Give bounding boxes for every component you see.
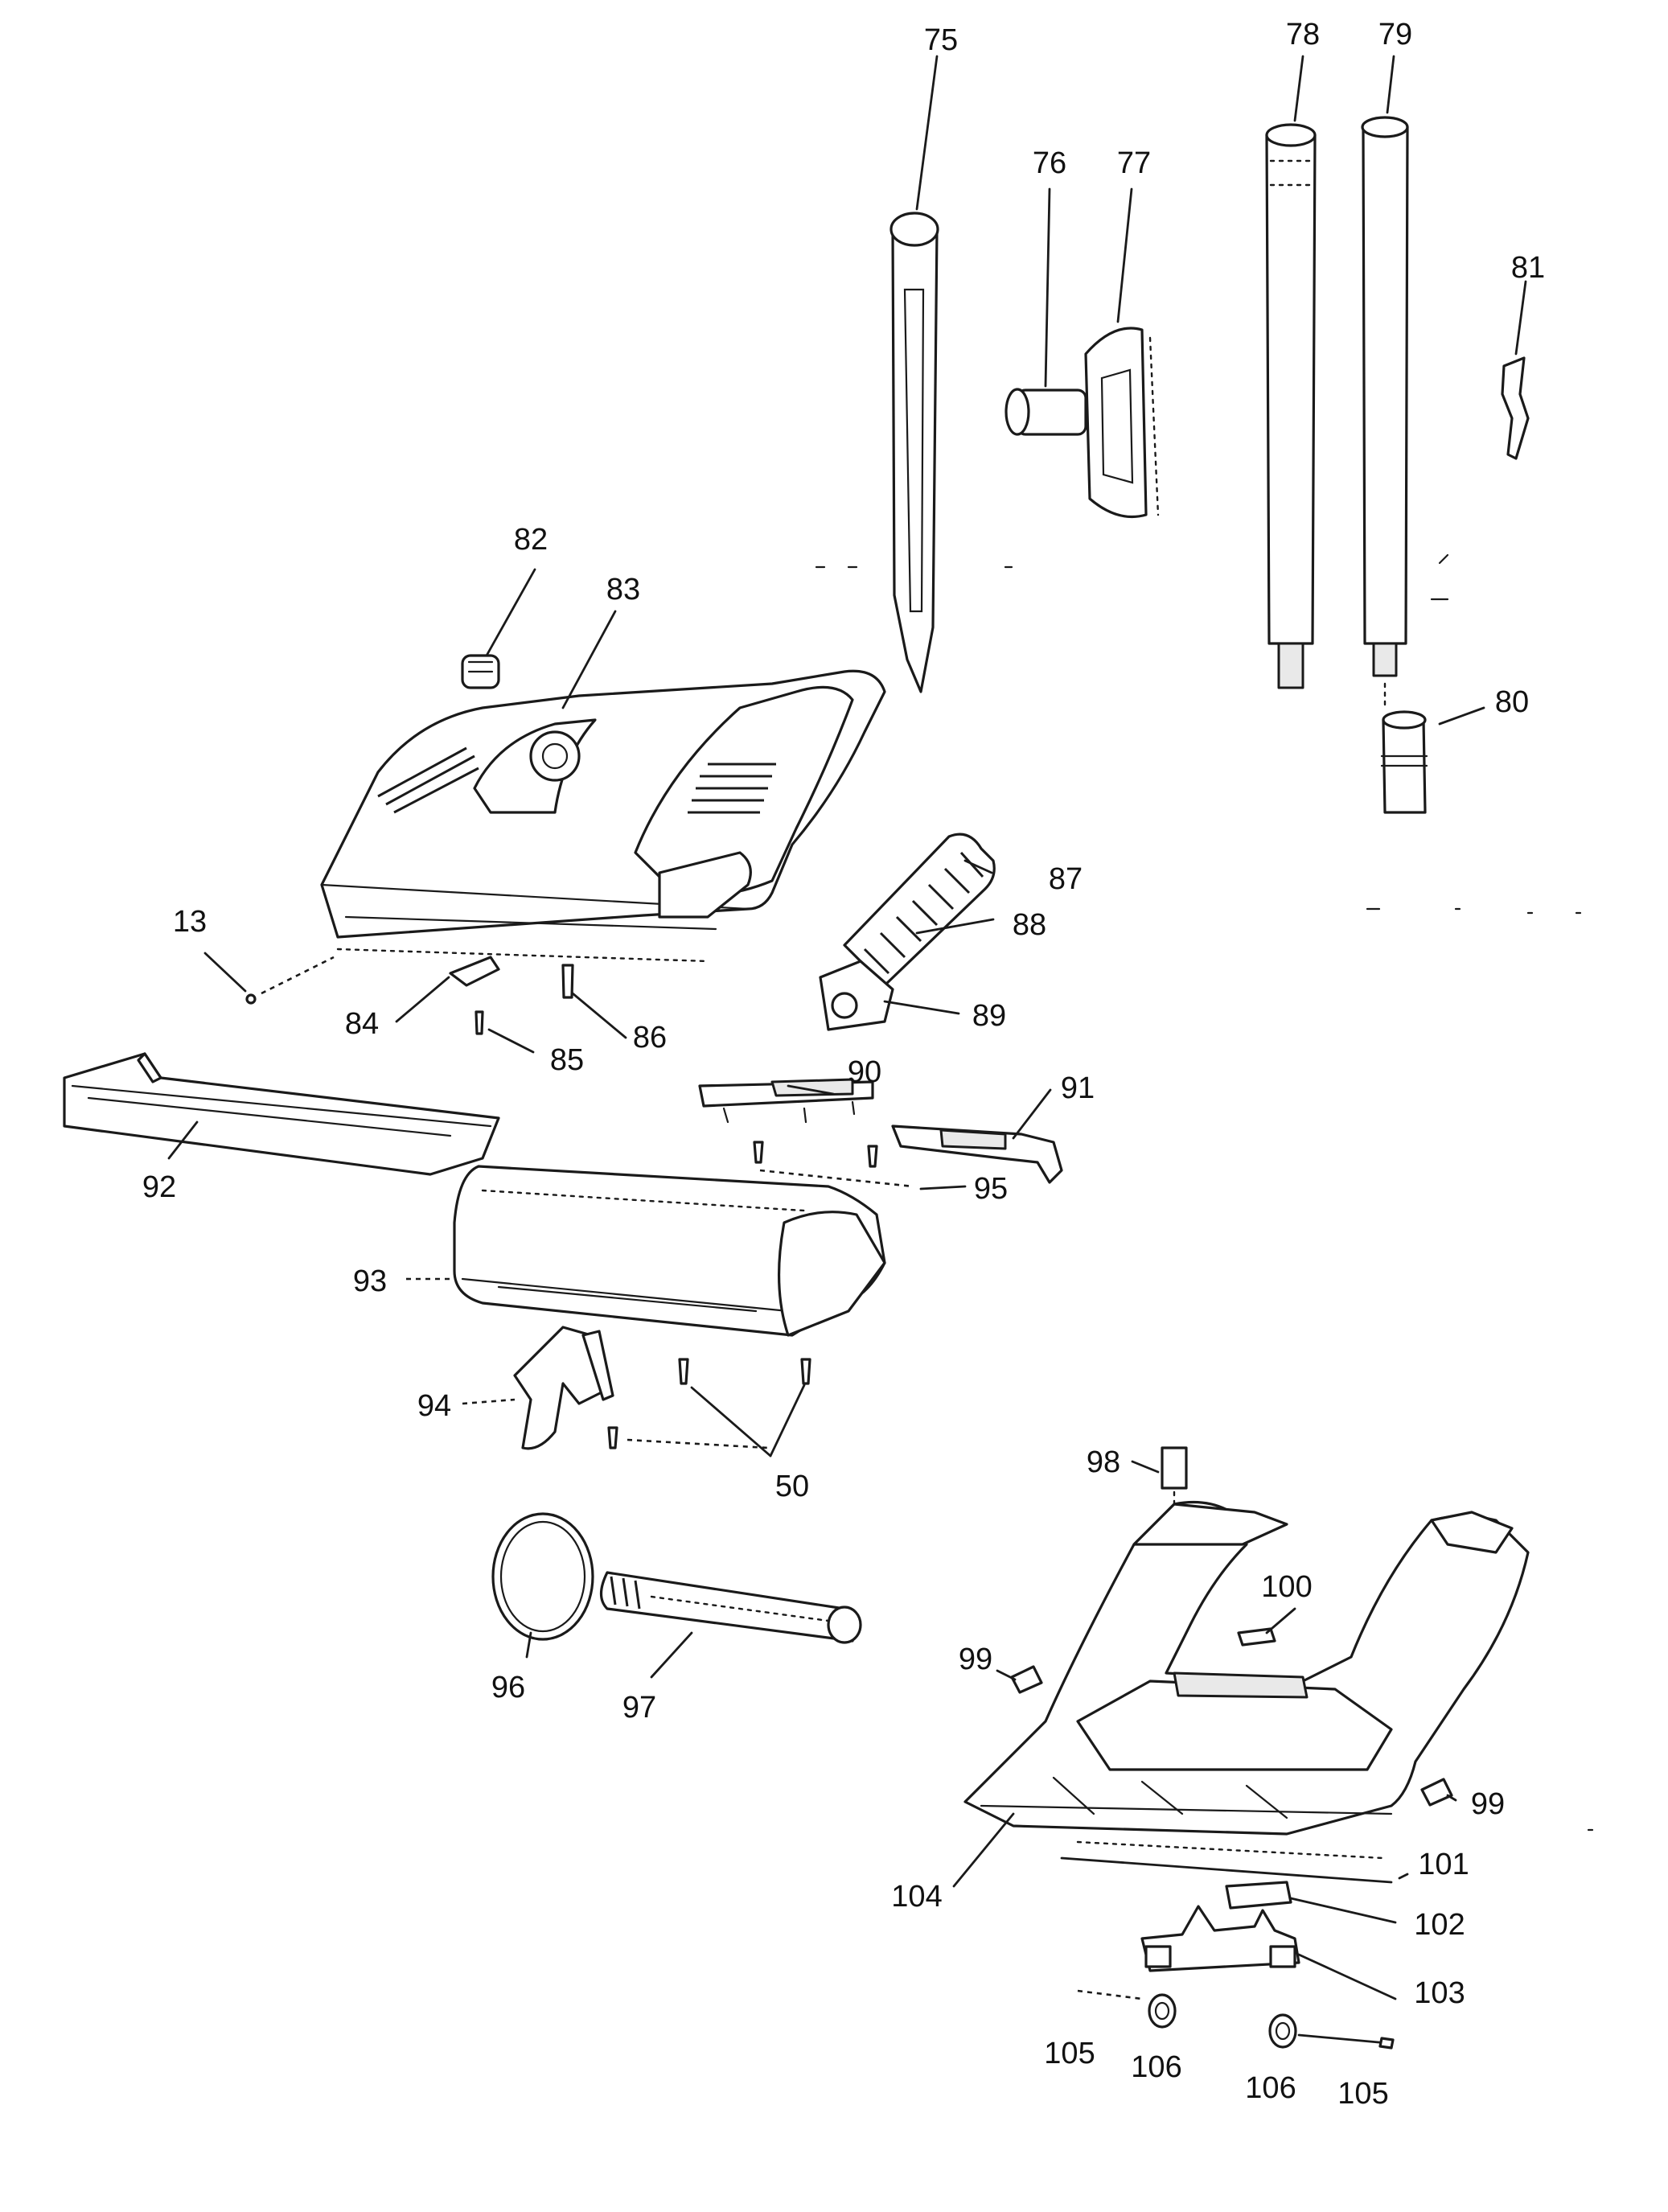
callout-80: 80 — [1495, 685, 1529, 719]
callout-105b: 105 — [1337, 2077, 1388, 2111]
callout-99b: 99 — [1471, 1787, 1505, 1821]
callout-50: 50 — [775, 1470, 809, 1503]
callout-104: 104 — [891, 1880, 942, 1914]
part-91-latch — [891, 1125, 1063, 1184]
part-83-hood-cover — [320, 669, 886, 963]
callout-88: 88 — [1013, 908, 1046, 942]
callout-labels: 75 76 77 78 79 80 81 82 83 13 84 85 86 8… — [142, 18, 1545, 2111]
part-92-front-bumper — [63, 1052, 500, 1176]
callout-89: 89 — [972, 999, 1006, 1033]
part-86-screw — [561, 964, 574, 999]
part-105-axles — [1077, 1989, 1395, 2050]
callout-106b: 106 — [1245, 2071, 1296, 2105]
callout-106a: 106 — [1131, 2050, 1181, 2084]
part-93-motor-housing — [453, 1165, 886, 1337]
callout-103: 103 — [1414, 1976, 1465, 2010]
part-80-wand-coupling — [1380, 710, 1428, 814]
callout-101: 101 — [1418, 1848, 1469, 1881]
callout-99a: 99 — [959, 1643, 992, 1676]
callout-94: 94 — [417, 1389, 451, 1423]
callout-105a: 105 — [1044, 2037, 1095, 2070]
part-96-drive-belt — [491, 1512, 594, 1641]
callout-97: 97 — [622, 1691, 656, 1725]
part-13-screw — [245, 956, 335, 1005]
callout-92: 92 — [142, 1170, 176, 1204]
part-79-wand-lower — [1361, 116, 1409, 709]
part-78-wand-upper — [1265, 123, 1317, 689]
callout-100: 100 — [1261, 1570, 1312, 1604]
part-106-wheels — [1148, 1993, 1297, 2049]
callout-82: 82 — [514, 523, 548, 557]
callout-84: 84 — [345, 1007, 379, 1041]
part-101-axle-rod — [1060, 1856, 1393, 1884]
callout-95: 95 — [974, 1172, 1008, 1206]
part-76-77-upholstery-tool — [1004, 327, 1160, 519]
part-81-clip — [1501, 356, 1530, 460]
callout-76: 76 — [1033, 146, 1066, 180]
callout-77: 77 — [1117, 146, 1151, 180]
part-75-crevice-tool — [889, 212, 939, 693]
part-84-pedal — [449, 956, 500, 987]
part-103-wheel-carriage — [1140, 1905, 1300, 1972]
part-85-screw — [475, 1010, 484, 1035]
callout-93: 93 — [353, 1264, 387, 1298]
part-50-screws — [607, 1358, 811, 1449]
callout-81: 81 — [1511, 251, 1545, 285]
callout-13: 13 — [173, 905, 207, 939]
part-95-screws — [753, 1141, 914, 1188]
part-90-bracket — [698, 1078, 874, 1124]
part-99-pads — [1010, 1665, 1453, 1807]
callout-79: 79 — [1378, 18, 1412, 51]
callout-85: 85 — [550, 1043, 584, 1077]
leader-lines — [167, 55, 1527, 2000]
part-82-knob — [461, 654, 500, 689]
part-104-base-housing — [963, 1500, 1530, 1860]
part-97-brush-roll — [599, 1571, 862, 1644]
callout-90: 90 — [848, 1055, 881, 1089]
callout-87: 87 — [1049, 862, 1083, 896]
callout-102: 102 — [1414, 1908, 1465, 1942]
part-98-clip — [1161, 1446, 1188, 1522]
callout-98: 98 — [1087, 1445, 1120, 1479]
callout-83: 83 — [606, 573, 640, 606]
callout-96: 96 — [491, 1671, 525, 1704]
callout-86: 86 — [633, 1021, 667, 1055]
callout-91: 91 — [1061, 1071, 1095, 1105]
callout-75: 75 — [924, 23, 958, 57]
part-102-bracket — [1225, 1881, 1292, 1910]
scan-marks — [815, 553, 1594, 1832]
part-94-bracket — [513, 1326, 614, 1450]
callout-78: 78 — [1286, 18, 1320, 51]
part-87-88-89-hose-connector — [819, 833, 996, 1031]
